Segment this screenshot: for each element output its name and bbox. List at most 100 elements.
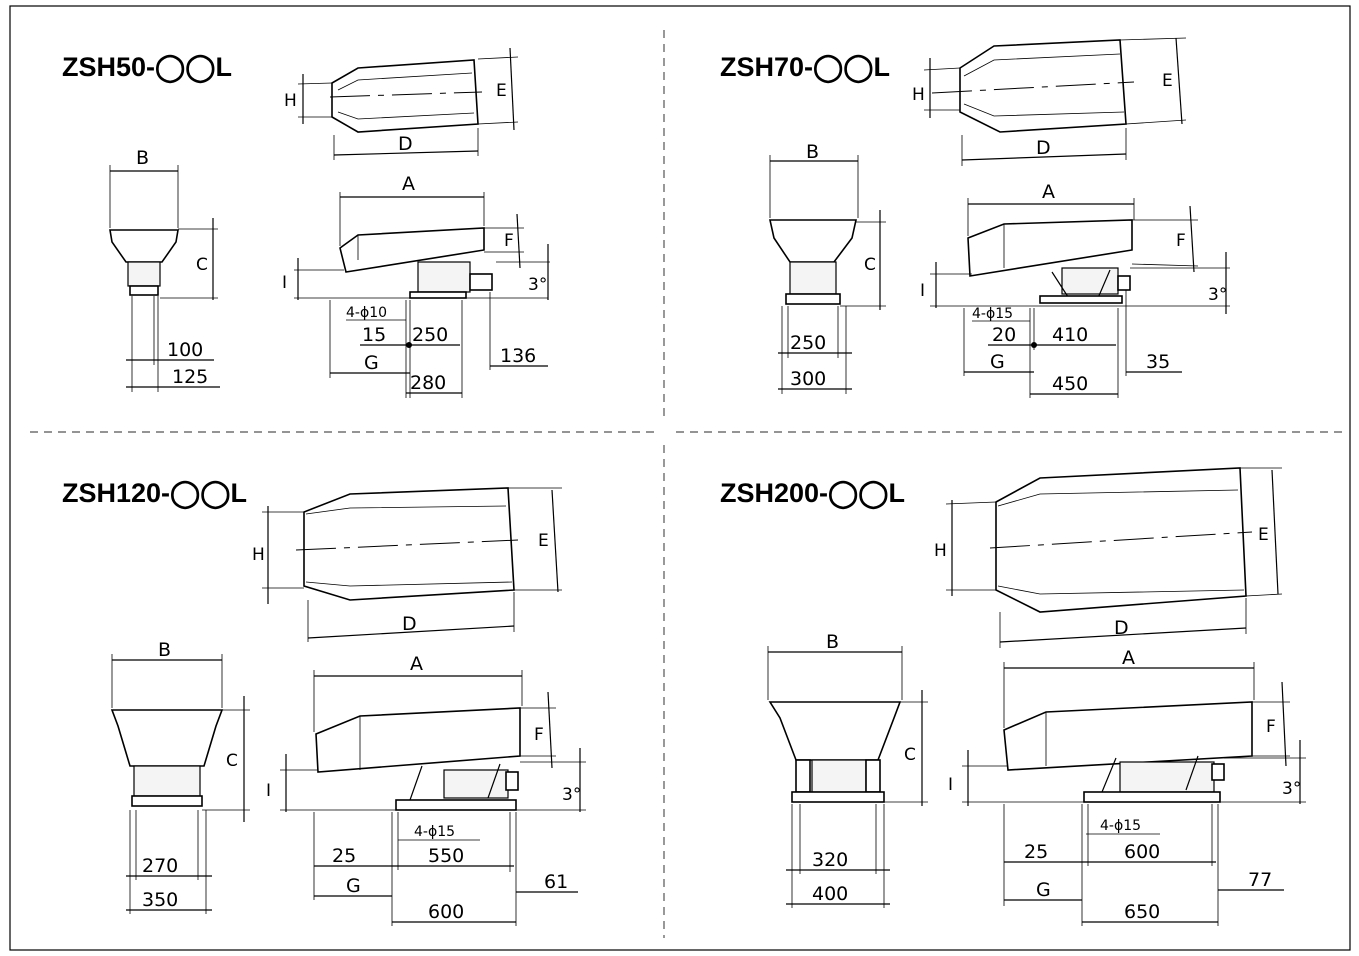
hopper-top-view: D H E — [912, 37, 1187, 166]
model-title: ZSH200-◯◯L — [720, 478, 905, 510]
hopper-top-view: D H E — [284, 47, 519, 160]
center-line — [989, 531, 1253, 549]
label-h: H — [252, 545, 265, 565]
label-i: I — [282, 273, 287, 293]
label-e: E — [538, 531, 549, 551]
dim-value-w1: 250 — [790, 332, 826, 354]
spring-right — [1185, 755, 1199, 791]
spring-right — [487, 763, 501, 799]
model-title: ZSH120-◯◯L — [62, 478, 247, 510]
label-d: D — [1036, 137, 1051, 159]
hopper-front-view: B C 250 300 — [769, 141, 886, 394]
hole-spec: 4-ϕ15 — [1100, 818, 1141, 834]
hopper-front-view: B C 320 400 — [767, 631, 928, 908]
ext-line — [477, 56, 519, 60]
base-foot — [131, 795, 203, 807]
spring-left — [409, 765, 423, 801]
hopper-fold-lower — [337, 111, 475, 120]
dim-line-d — [333, 150, 479, 156]
label-a: A — [402, 173, 415, 195]
base-leg-left — [795, 759, 811, 793]
center-line — [329, 91, 483, 98]
label-d: D — [402, 613, 417, 635]
hopper-fold-upper — [305, 505, 507, 515]
center-line — [931, 81, 1135, 94]
label-g: G — [364, 352, 379, 374]
feeder-side-view: A F 3° I 4-ϕ15 25 600 G 77 — [948, 647, 1306, 926]
dim-value-w1: 100 — [167, 339, 203, 361]
bowl-outline — [109, 229, 179, 263]
base-foot — [785, 293, 841, 305]
base-body — [127, 261, 161, 287]
ext-line — [1119, 37, 1187, 41]
label-c: C — [196, 255, 208, 275]
dim-line-f — [1281, 681, 1287, 767]
base-plate — [409, 291, 467, 299]
drive-body — [1119, 761, 1215, 793]
trough-outline — [967, 219, 1133, 277]
label-angle: 3° — [1282, 779, 1301, 799]
label-i: I — [266, 781, 271, 801]
dim-value-v1: 25 — [1024, 841, 1048, 863]
dim-value-w1: 320 — [812, 849, 848, 871]
base-body — [789, 261, 837, 295]
sheet-border — [9, 5, 1351, 951]
label-b: B — [158, 639, 171, 661]
hopper-front-view: B C 100 125 — [109, 147, 220, 392]
drive-box — [505, 771, 519, 791]
label-f: F — [1176, 231, 1186, 251]
dim-value-v3: 136 — [500, 345, 536, 367]
bowl-outline — [769, 219, 857, 263]
dim-value-v4: 600 — [428, 901, 464, 923]
center-line — [295, 539, 519, 551]
drive-body — [417, 261, 471, 293]
model-title: ZSH50-◯◯L — [62, 52, 232, 84]
bowl-outline — [110, 709, 224, 767]
trough-outline — [339, 227, 485, 273]
model-title: ZSH70-◯◯L — [720, 52, 890, 84]
dim-line-f — [1189, 205, 1195, 273]
hopper-front-view: B C 270 350 — [110, 639, 250, 914]
label-i: I — [920, 281, 925, 301]
dim-value-w2: 125 — [172, 366, 208, 388]
label-e: E — [496, 81, 507, 101]
hole-spec: 4-ϕ15 — [414, 824, 455, 840]
label-f: F — [504, 231, 514, 251]
dim-value-v1: 25 — [332, 845, 356, 867]
dim-value-v2: 550 — [428, 845, 464, 867]
hopper-fold-upper — [963, 53, 1121, 77]
dim-value-w2: 350 — [142, 889, 178, 911]
dim-line-d — [307, 625, 515, 639]
label-a: A — [410, 653, 423, 675]
label-b: B — [136, 147, 149, 169]
label-h: H — [912, 85, 925, 105]
ext-line — [945, 501, 997, 505]
dim-value-v4: 450 — [1052, 373, 1088, 395]
model-zsh120: ZSH120-◯◯L D H E B — [62, 478, 586, 926]
dim-value-v3: 61 — [544, 871, 568, 893]
dim-line-e — [509, 47, 515, 131]
label-angle: 3° — [1208, 285, 1227, 305]
label-e: E — [1258, 525, 1269, 545]
base-body — [811, 759, 867, 793]
label-angle: 3° — [528, 275, 547, 295]
label-b: B — [806, 141, 819, 163]
label-g: G — [1036, 879, 1051, 901]
dim-value-v3: 77 — [1248, 869, 1272, 891]
label-g: G — [990, 351, 1005, 373]
model-zsh70: ZSH70-◯◯L D H E B — [720, 37, 1230, 398]
ext-line — [477, 121, 519, 125]
spring-left — [1101, 757, 1117, 793]
base-body — [133, 765, 201, 797]
dim-line-e — [1271, 469, 1279, 595]
feeder-side-view: A F 3° I 4-ϕ10 15 250 G 13 — [282, 173, 550, 398]
hopper-fold-upper — [337, 72, 473, 91]
drive-box — [1117, 275, 1131, 291]
label-h: H — [284, 91, 297, 111]
label-d: D — [1114, 617, 1129, 639]
label-c: C — [904, 745, 916, 765]
ext-line — [297, 82, 333, 85]
base-plate — [1039, 295, 1123, 304]
dim-value-w2: 400 — [812, 883, 848, 905]
